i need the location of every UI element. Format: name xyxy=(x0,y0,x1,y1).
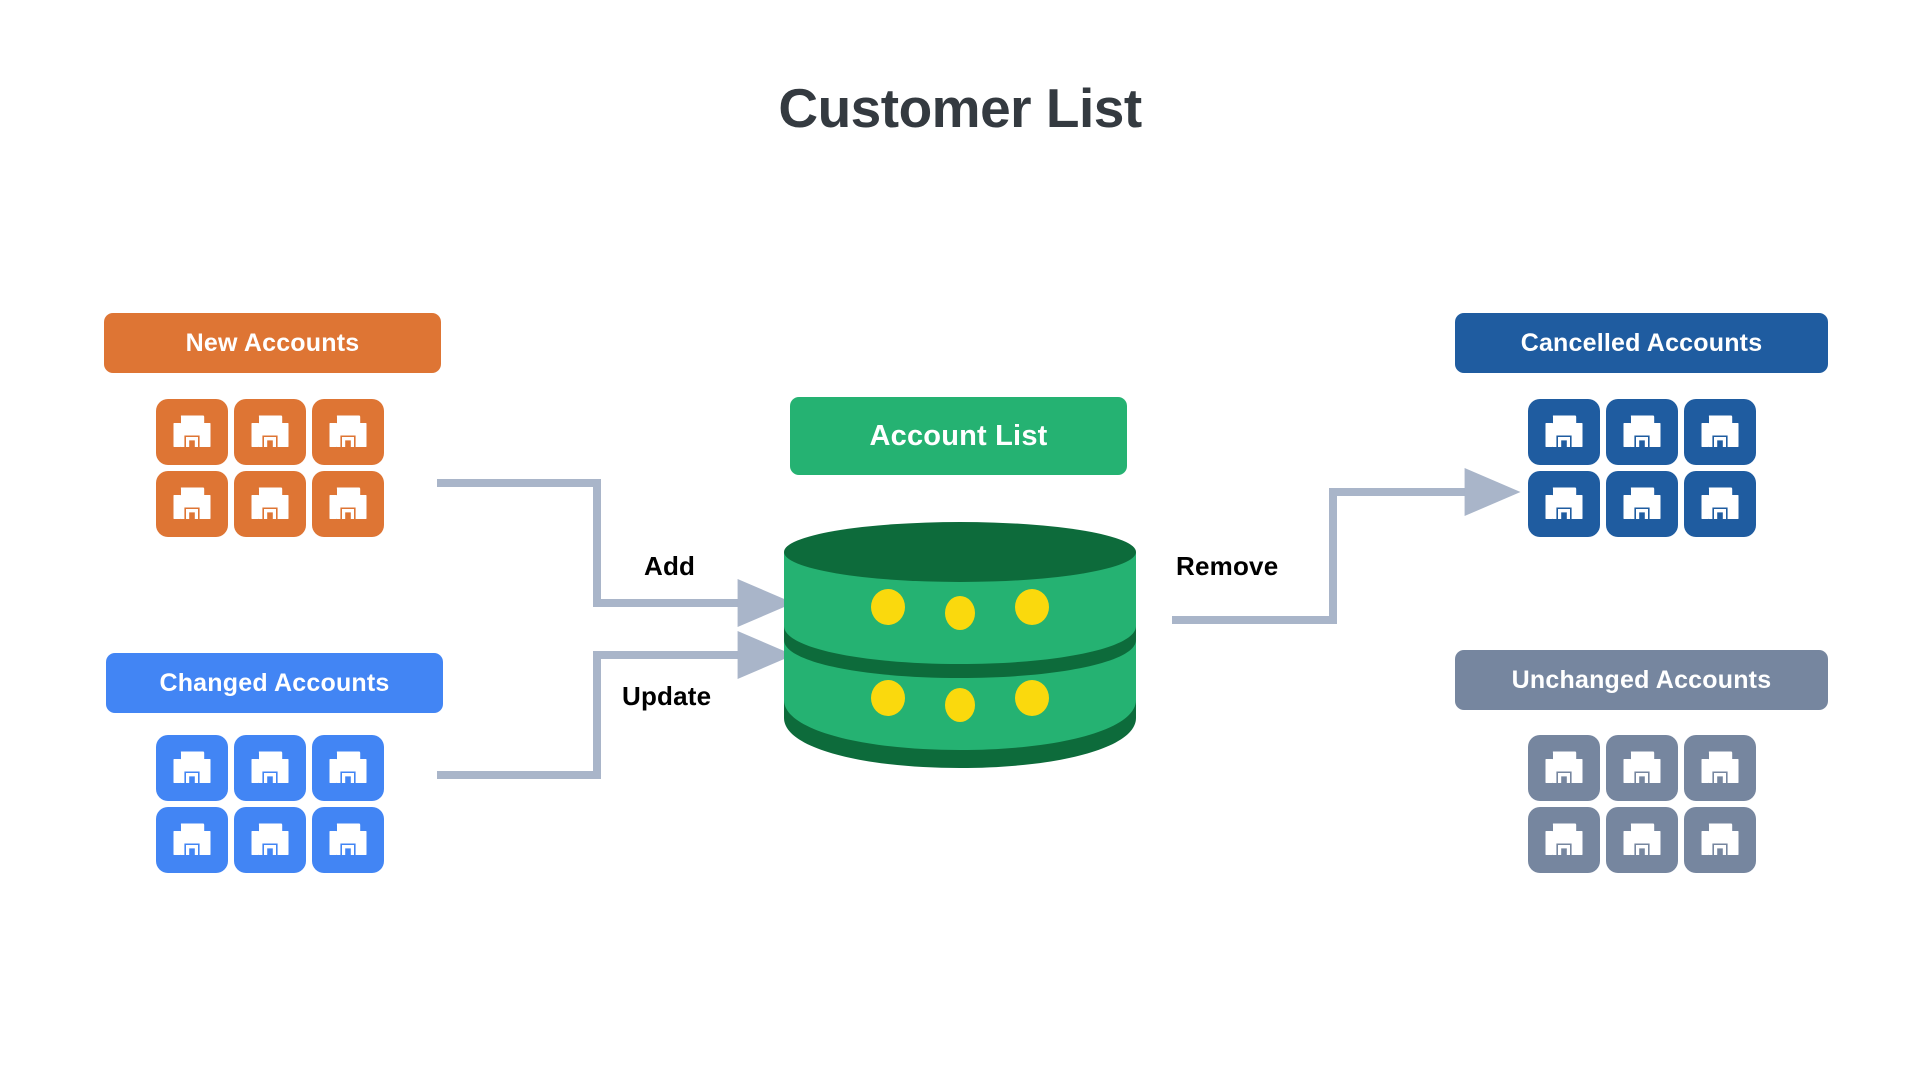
building-icon xyxy=(1544,485,1584,523)
group-label-account-list[interactable]: Account List xyxy=(790,397,1127,475)
building-icon xyxy=(1622,413,1662,451)
account-icon-tile[interactable] xyxy=(1528,399,1600,465)
account-icon-tile[interactable] xyxy=(156,735,228,801)
flow-label-update: Update xyxy=(622,681,712,711)
account-icon-tile[interactable] xyxy=(1684,399,1756,465)
group-label-new-accounts[interactable]: New Accounts xyxy=(104,313,441,373)
group-label-changed-accounts[interactable]: Changed Accounts xyxy=(106,653,443,713)
building-icon xyxy=(1622,749,1662,787)
building-icon xyxy=(172,485,212,523)
flow-label-remove: Remove xyxy=(1176,551,1279,581)
account-icon-tile[interactable] xyxy=(156,471,228,537)
building-icon xyxy=(328,821,368,859)
flow-arrow-update xyxy=(437,631,794,779)
icon-grid-unchanged-accounts xyxy=(1528,735,1761,879)
icon-grid-cancelled-accounts xyxy=(1528,399,1761,543)
group-label-unchanged-accounts[interactable]: Unchanged Accounts xyxy=(1455,650,1828,710)
account-icon-tile[interactable] xyxy=(156,807,228,873)
account-icon-tile[interactable] xyxy=(1606,807,1678,873)
building-icon xyxy=(1544,749,1584,787)
account-icon-tile[interactable] xyxy=(1606,399,1678,465)
building-icon xyxy=(1700,749,1740,787)
building-icon xyxy=(1700,413,1740,451)
flow-label-add: Add xyxy=(644,551,696,581)
account-icon-tile[interactable] xyxy=(234,735,306,801)
building-icon xyxy=(250,413,290,451)
building-icon xyxy=(1544,821,1584,859)
building-icon xyxy=(1622,821,1662,859)
database-cylinder-icon xyxy=(784,522,1136,777)
account-icon-tile[interactable] xyxy=(312,735,384,801)
page-title: Customer List xyxy=(778,77,1142,139)
group-label-cancelled-accounts[interactable]: Cancelled Accounts xyxy=(1455,313,1828,373)
icon-grid-new-accounts xyxy=(156,399,389,543)
account-icon-tile[interactable] xyxy=(1528,807,1600,873)
building-icon xyxy=(250,821,290,859)
account-icon-tile[interactable] xyxy=(1528,735,1600,801)
building-icon xyxy=(328,413,368,451)
building-icon xyxy=(172,413,212,451)
account-icon-tile[interactable] xyxy=(234,471,306,537)
account-icon-tile[interactable] xyxy=(312,399,384,465)
account-icon-tile[interactable] xyxy=(312,807,384,873)
building-icon xyxy=(1622,485,1662,523)
account-icon-tile[interactable] xyxy=(1684,735,1756,801)
flow-arrow-add xyxy=(437,479,794,627)
account-icon-tile[interactable] xyxy=(234,807,306,873)
building-icon xyxy=(172,749,212,787)
building-icon xyxy=(250,749,290,787)
account-icon-tile[interactable] xyxy=(1684,471,1756,537)
building-icon xyxy=(328,485,368,523)
building-icon xyxy=(250,485,290,523)
account-icon-tile[interactable] xyxy=(156,399,228,465)
account-icon-tile[interactable] xyxy=(1528,471,1600,537)
building-icon xyxy=(1700,821,1740,859)
building-icon xyxy=(172,821,212,859)
account-icon-tile[interactable] xyxy=(1606,471,1678,537)
account-icon-tile[interactable] xyxy=(312,471,384,537)
building-icon xyxy=(1544,413,1584,451)
building-icon xyxy=(1700,485,1740,523)
account-icon-tile[interactable] xyxy=(234,399,306,465)
icon-grid-changed-accounts xyxy=(156,735,389,879)
building-icon xyxy=(328,749,368,787)
account-icon-tile[interactable] xyxy=(1606,735,1678,801)
account-icon-tile[interactable] xyxy=(1684,807,1756,873)
